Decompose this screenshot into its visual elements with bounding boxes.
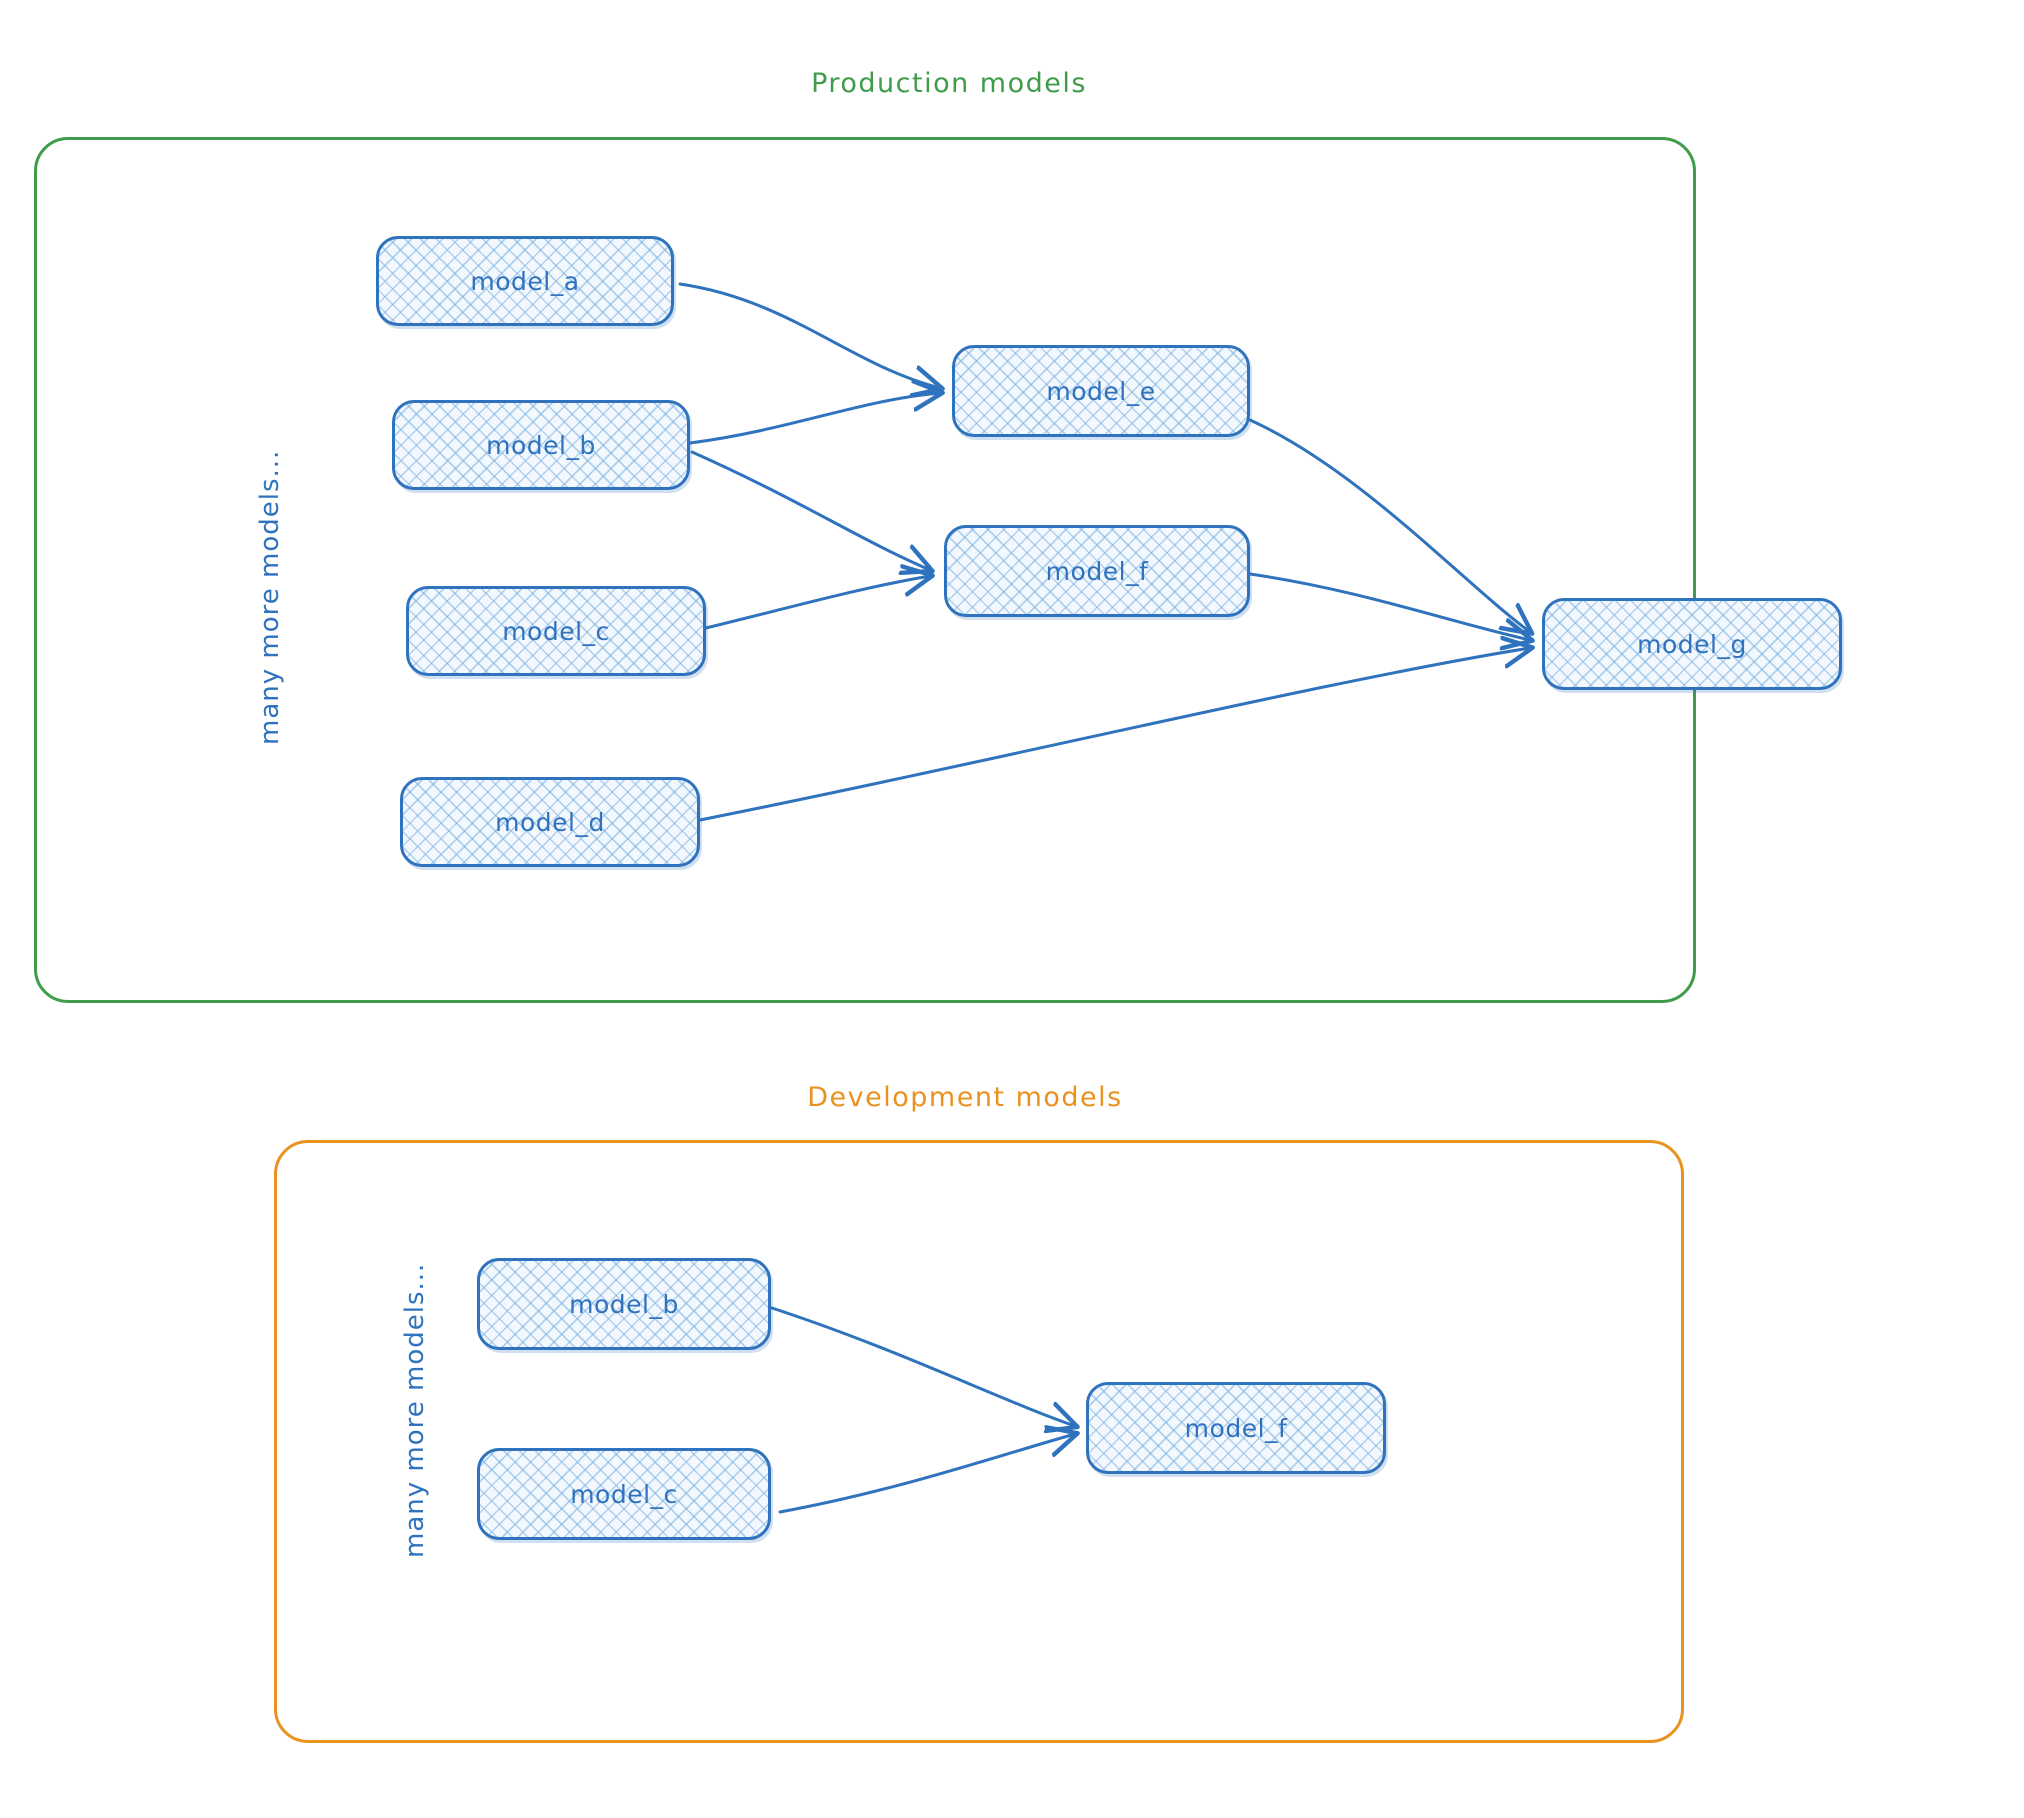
- node-prod-model-d-label: model_d: [495, 807, 605, 837]
- node-prod-model-d[interactable]: model_d: [400, 777, 700, 867]
- edge-model-c-to-model-f: [704, 576, 930, 630]
- edge-model-f-to-model-g: [1248, 572, 1530, 640]
- edge-dev-model-b-to-model-f: [770, 1306, 1075, 1426]
- node-prod-model-g[interactable]: model_g: [1542, 598, 1842, 690]
- edge-model-b-to-model-f: [690, 450, 930, 570]
- production-side-label: many more models...: [255, 449, 285, 745]
- edge-model-b-to-model-e: [688, 393, 940, 445]
- edge-model-e-to-model-g: [1248, 418, 1530, 632]
- edge-model-a-to-model-e: [678, 282, 940, 388]
- node-prod-model-b-label: model_b: [486, 430, 596, 460]
- node-dev-model-b[interactable]: model_b: [477, 1258, 771, 1350]
- node-dev-model-c[interactable]: model_c: [477, 1448, 771, 1540]
- node-prod-model-a[interactable]: model_a: [376, 236, 674, 326]
- edge-dev-model-c-to-model-f: [778, 1434, 1075, 1514]
- node-dev-model-f-label: model_f: [1184, 1413, 1288, 1443]
- node-prod-model-f[interactable]: model_f: [944, 525, 1250, 617]
- node-prod-model-g-label: model_g: [1637, 629, 1747, 659]
- edge-model-d-to-model-d-to-model-g: [698, 648, 1530, 822]
- development-side-label: many more models...: [400, 1262, 430, 1558]
- development-group-title: Development models: [807, 1082, 1123, 1113]
- node-prod-model-f-label: model_f: [1045, 556, 1149, 586]
- production-group-title: Production models: [811, 68, 1087, 99]
- production-group-box: [34, 137, 1696, 1003]
- node-prod-model-c[interactable]: model_c: [406, 586, 706, 676]
- development-group-box: [274, 1140, 1684, 1743]
- node-prod-model-e[interactable]: model_e: [952, 345, 1250, 437]
- node-prod-model-b[interactable]: model_b: [392, 400, 690, 490]
- node-dev-model-f[interactable]: model_f: [1086, 1382, 1386, 1474]
- node-prod-model-e-label: model_e: [1046, 376, 1156, 406]
- node-prod-model-c-label: model_c: [502, 616, 610, 646]
- node-prod-model-a-label: model_a: [470, 266, 580, 296]
- node-dev-model-c-label: model_c: [570, 1479, 678, 1509]
- node-dev-model-b-label: model_b: [569, 1289, 679, 1319]
